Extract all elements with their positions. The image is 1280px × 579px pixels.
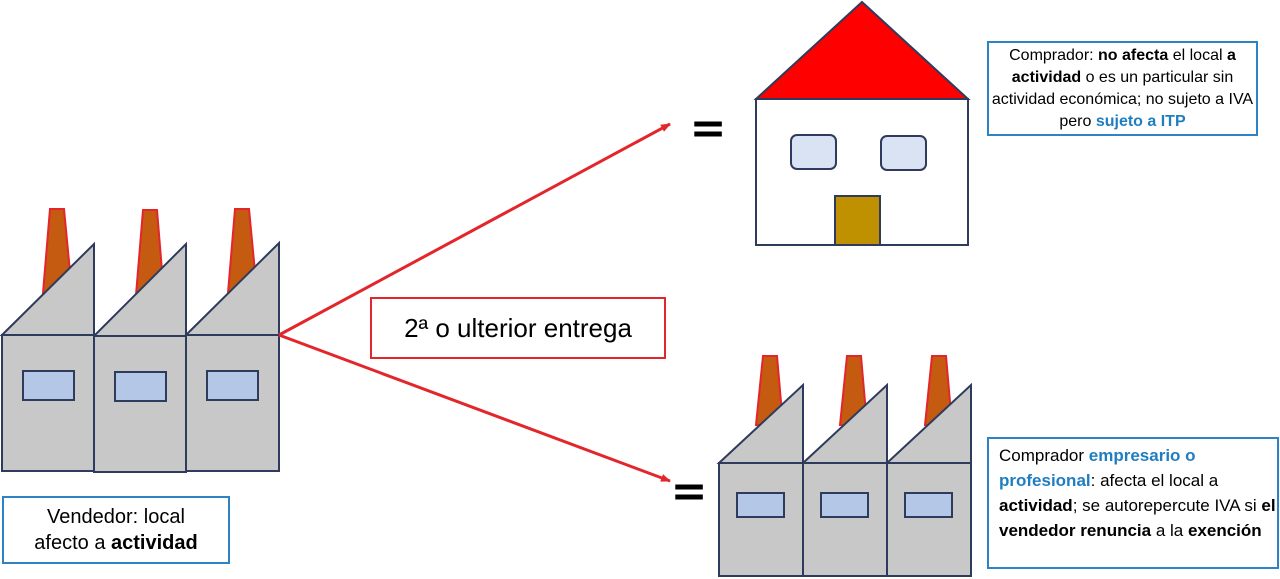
buyer-business-text: a la <box>1151 521 1188 540</box>
factory-window <box>736 492 785 518</box>
equals-sign-bottom: = <box>671 466 708 517</box>
seller-label-box: Vendedor: local afecto a actividad <box>2 496 230 564</box>
buyer-business-text: : afecta el local a <box>1090 471 1219 490</box>
factory-wall <box>1 334 95 472</box>
seller-text-bold: actividad <box>111 532 198 554</box>
buyer-business-highlight: empresario o profesional <box>999 446 1196 490</box>
factory-window <box>206 370 259 401</box>
factory-wall <box>93 335 187 473</box>
factory-wall <box>886 462 972 577</box>
buyer-individual-label-box: Comprador: no afecta el local a activida… <box>987 41 1258 136</box>
factory-wall <box>802 462 888 577</box>
factory-window <box>114 371 167 402</box>
house-roof <box>753 0 971 100</box>
seller-text-line2: afecto a <box>34 532 111 554</box>
buyer-individual-text: actividad <box>1011 69 1082 86</box>
factory-window <box>820 492 869 518</box>
buyer-business-text: Comprador <box>999 446 1089 465</box>
buyer-business-text: el vendedor renuncia <box>999 496 1276 540</box>
buyer-factory-icon <box>716 355 972 577</box>
buyer-individual-text: no afecta <box>1098 47 1169 64</box>
buyer-individual-highlight: sujeto a ITP <box>1095 113 1186 130</box>
seller-factory-icon <box>0 208 280 473</box>
factory-window <box>22 370 75 401</box>
transfer-label: 2ª o ulterior entrega <box>404 313 632 343</box>
transfer-label-box: 2ª o ulterior entrega <box>370 297 666 359</box>
buyer-individual-text: el local <box>1168 47 1227 64</box>
factory-wall <box>185 334 280 472</box>
house-door <box>834 195 881 246</box>
house-window <box>790 134 837 170</box>
buyer-business-text: actividad <box>999 496 1073 515</box>
buyer-house-icon <box>753 0 971 246</box>
factory-window <box>904 492 953 518</box>
factory-wall <box>718 462 804 577</box>
arrow-to-individual <box>278 122 671 337</box>
buyer-business-text: exención <box>1187 521 1262 540</box>
arrow-to-business <box>278 333 671 483</box>
buyer-individual-text: Comprador: <box>1009 47 1099 64</box>
buyer-business-label-box: Comprador empresario o profesional: afec… <box>987 437 1279 569</box>
seller-text-line1: Vendedor: local <box>47 506 185 528</box>
buyer-individual-text: a <box>1226 47 1236 64</box>
buyer-business-text: ; se autorepercute IVA si <box>1072 496 1262 515</box>
house-window <box>880 135 927 171</box>
buyer-individual-text: o es un particular sin actividad económi… <box>991 69 1254 130</box>
equals-sign-top: = <box>690 103 727 154</box>
